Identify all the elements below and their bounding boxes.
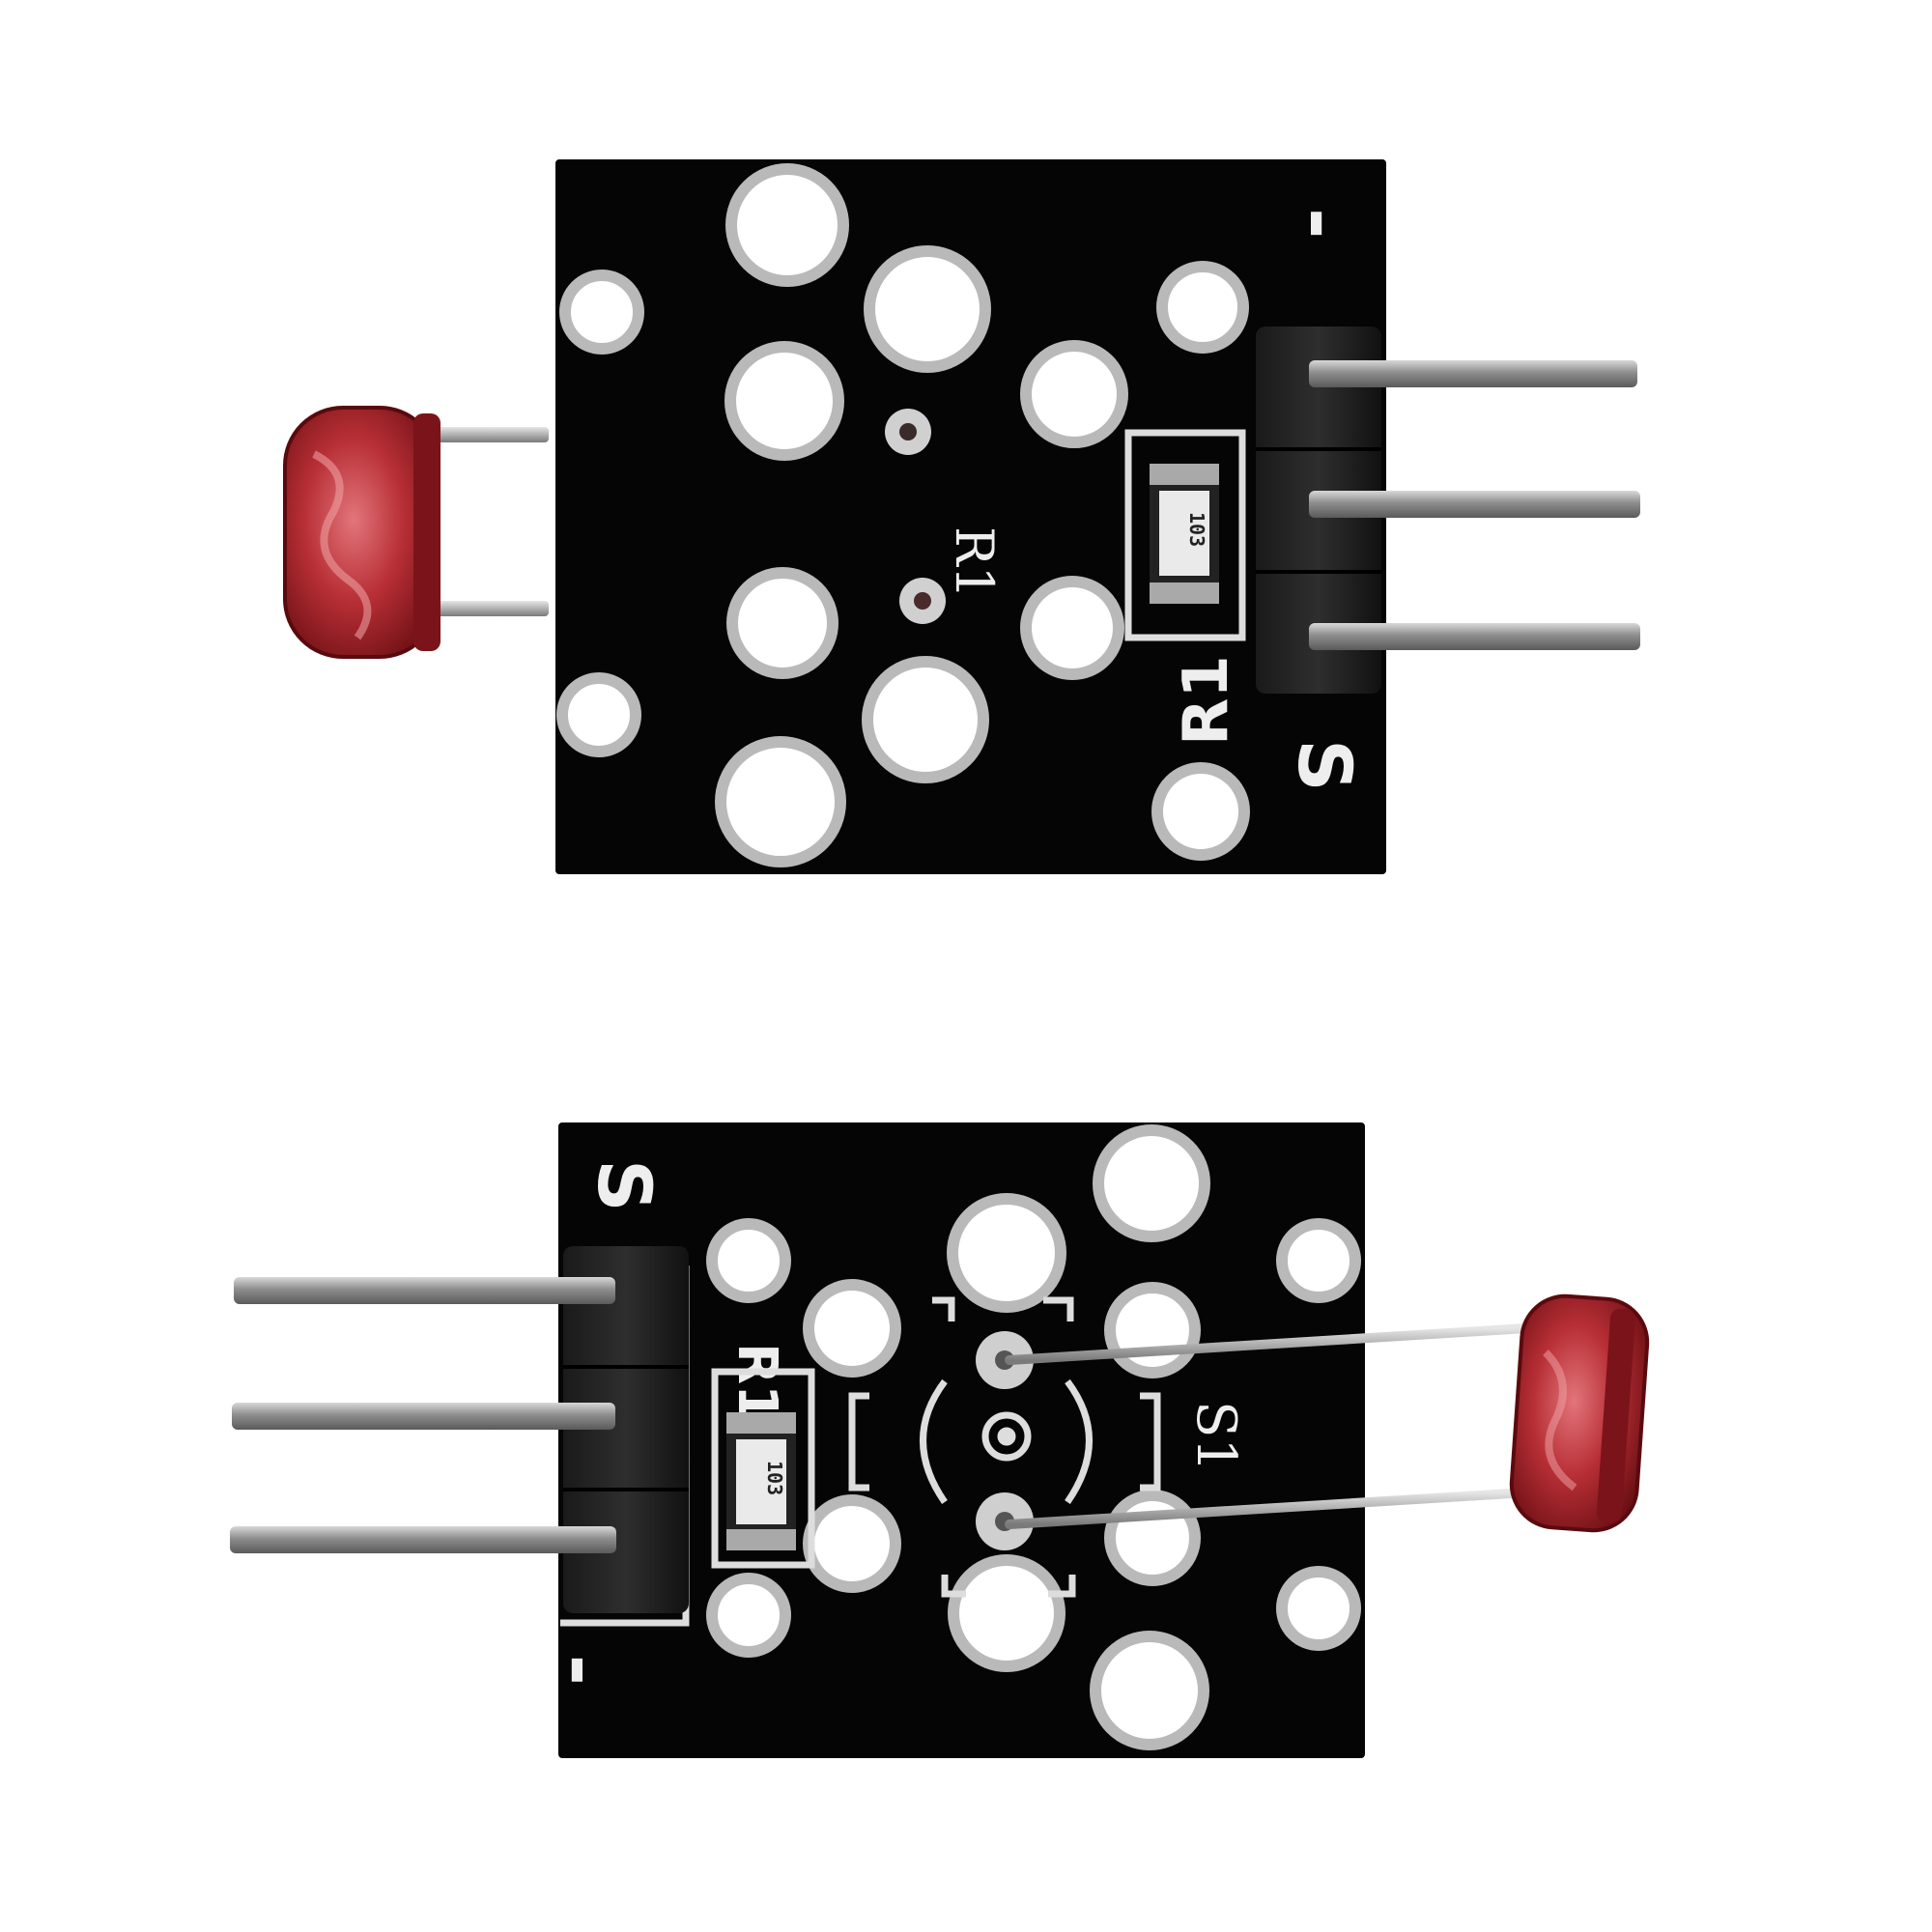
pad xyxy=(1093,1124,1210,1242)
solder-joint xyxy=(899,423,917,440)
pad xyxy=(726,567,838,679)
pad xyxy=(1104,1490,1201,1586)
bottom-pads xyxy=(706,1124,1361,1750)
pad xyxy=(1276,1566,1361,1651)
bottom-photoresistor xyxy=(1005,1293,1650,1533)
bottom-sensor-footprint xyxy=(848,1296,1161,1598)
pad xyxy=(803,1279,901,1378)
pad xyxy=(1151,762,1250,861)
ldr-lead xyxy=(1005,1488,1531,1529)
top-pin-minus-label: - xyxy=(1276,208,1363,239)
top-solder-joints xyxy=(885,409,946,624)
pad xyxy=(948,1554,1065,1672)
pad xyxy=(1090,1631,1209,1750)
header-pin xyxy=(1309,623,1640,650)
top-smd-resistor: 103 xyxy=(1150,464,1219,604)
bottom-sensor-label: S1 xyxy=(1184,1401,1247,1472)
bottom-resistor-label: R1 xyxy=(725,1343,788,1422)
solder-joint xyxy=(914,592,931,610)
bottom-resistor-outline xyxy=(711,1368,815,1569)
header-pin xyxy=(230,1526,616,1553)
pin-header-icon xyxy=(563,1246,689,1613)
pad xyxy=(1020,340,1128,448)
header-pin xyxy=(234,1277,615,1304)
pad xyxy=(724,341,844,461)
top-pin-signal-label: S xyxy=(1282,739,1368,792)
bottom-smd-resistor: 103 xyxy=(726,1412,796,1550)
top-module: R1 103 R1 - S xyxy=(283,159,1640,874)
pad xyxy=(725,163,849,287)
bottom-resistor-code: 103 xyxy=(763,1461,786,1495)
pad xyxy=(715,736,846,867)
pad xyxy=(706,1573,791,1658)
top-pads xyxy=(556,163,1250,867)
top-resistor-label: R1 xyxy=(1171,655,1242,746)
bottom-pin-signal-label: S xyxy=(582,1159,668,1212)
top-pin-header xyxy=(1256,327,1640,694)
pad xyxy=(559,270,644,355)
pad xyxy=(947,1193,1066,1313)
header-pin xyxy=(1309,360,1637,387)
top-resistor-code: 103 xyxy=(1185,512,1208,547)
pad xyxy=(864,245,991,373)
top-resistor-outline xyxy=(1124,429,1246,641)
header-pin xyxy=(1309,491,1640,518)
header-pin xyxy=(232,1403,615,1430)
pad xyxy=(556,672,641,757)
top-center-label: R1 xyxy=(944,526,1005,599)
pad xyxy=(803,1494,901,1593)
bottom-module: S - R1 S1 103 xyxy=(230,1122,1650,1758)
pad xyxy=(1020,576,1124,680)
bottom-pin-header xyxy=(230,1246,689,1613)
top-photoresistor xyxy=(283,406,549,659)
pad xyxy=(1156,261,1249,354)
pad xyxy=(1276,1218,1361,1303)
pad xyxy=(1104,1282,1201,1378)
pad xyxy=(706,1218,791,1303)
ldr-lead xyxy=(1005,1323,1531,1365)
pad xyxy=(862,656,989,783)
bottom-pin-minus-label: - xyxy=(530,1655,617,1686)
